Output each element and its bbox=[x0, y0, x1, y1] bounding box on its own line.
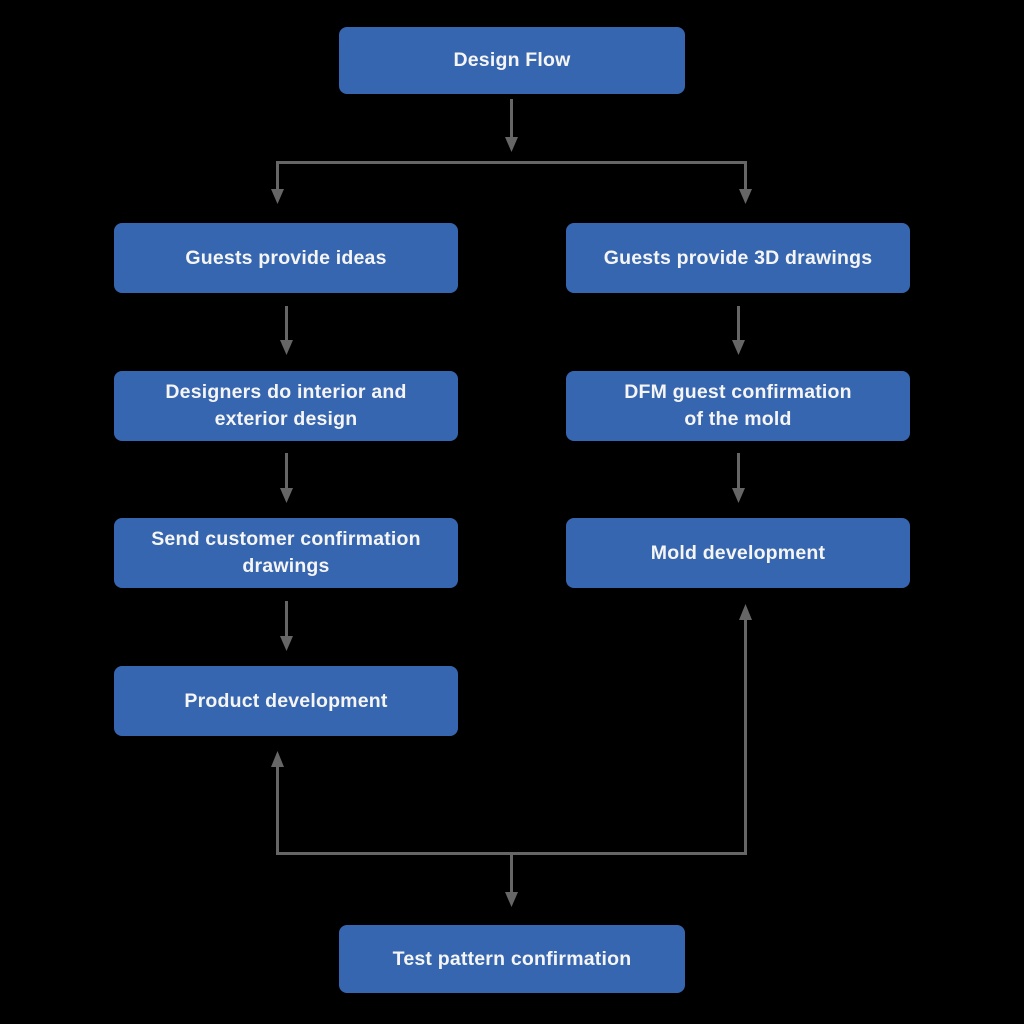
arrow-designers-to-send-drawings bbox=[280, 453, 293, 503]
arrow-guests-3d-to-dfm bbox=[732, 306, 745, 355]
arrowhead-down-icon bbox=[271, 189, 284, 204]
node-mold-development: Mold development bbox=[566, 518, 910, 588]
arrowhead-down-icon bbox=[280, 636, 293, 651]
arrowhead-up-icon bbox=[271, 751, 284, 767]
arrowhead-down-icon bbox=[505, 137, 518, 152]
arrow-dfm-to-mold-dev bbox=[732, 453, 745, 503]
split-rail bbox=[271, 161, 752, 204]
arrowhead-up-icon bbox=[739, 604, 752, 620]
arrow-design-flow-to-split bbox=[505, 99, 518, 152]
arrowhead-down-icon bbox=[505, 892, 518, 907]
test-pattern-junction bbox=[271, 604, 752, 907]
arrowhead-down-icon bbox=[739, 189, 752, 204]
node-test-pattern-confirmation: Test pattern confirmation bbox=[339, 925, 685, 993]
node-guests-provide-3d-drawings: Guests provide 3D drawings bbox=[566, 223, 910, 293]
arrow-send-drawings-to-product-dev bbox=[280, 601, 293, 651]
arrow-guests-ideas-to-designers bbox=[280, 306, 293, 355]
node-designers-interior-exterior: Designers do interior and exterior desig… bbox=[114, 371, 458, 441]
arrowhead-down-icon bbox=[732, 340, 745, 355]
node-design-flow: Design Flow bbox=[339, 27, 685, 94]
arrowhead-down-icon bbox=[280, 488, 293, 503]
node-guests-provide-ideas: Guests provide ideas bbox=[114, 223, 458, 293]
arrowhead-down-icon bbox=[280, 340, 293, 355]
arrowhead-down-icon bbox=[732, 488, 745, 503]
node-product-development: Product development bbox=[114, 666, 458, 736]
node-send-customer-confirmation: Send customer confirmation drawings bbox=[114, 518, 458, 588]
node-dfm-guest-confirmation: DFM guest confirmation of the mold bbox=[566, 371, 910, 441]
